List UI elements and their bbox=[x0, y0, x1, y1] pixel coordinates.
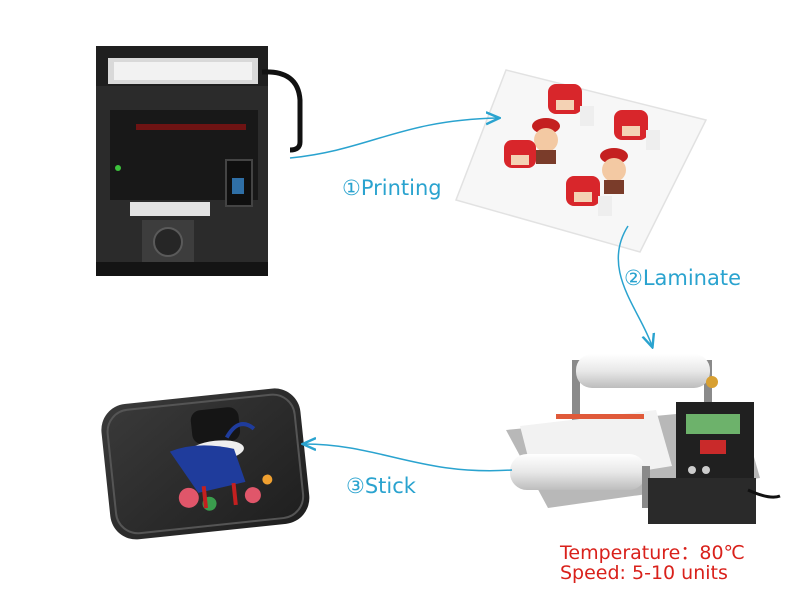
speed-spec: Speed: 5-10 units bbox=[560, 562, 728, 584]
phone-case-icon bbox=[101, 388, 310, 540]
printer-icon bbox=[96, 46, 303, 276]
step-label-laminate: ②Laminate bbox=[624, 266, 742, 290]
step-label-printing: ①Printing bbox=[342, 176, 442, 200]
arrow-stick bbox=[304, 444, 513, 472]
temperature-spec: Temperature：80℃ bbox=[560, 542, 745, 564]
arrow-laminate bbox=[617, 225, 652, 346]
sticker-character bbox=[566, 176, 612, 216]
sticker-character bbox=[600, 148, 628, 194]
sticker-character bbox=[504, 140, 536, 168]
step-label-stick: ③Stick bbox=[346, 474, 416, 498]
sticker-character bbox=[614, 110, 660, 150]
sticker-character bbox=[532, 118, 560, 164]
sticker-sheet-icon bbox=[455, 69, 708, 253]
sticker-character bbox=[548, 84, 594, 126]
laminator-icon bbox=[506, 354, 781, 524]
arrow-printing bbox=[289, 118, 498, 159]
